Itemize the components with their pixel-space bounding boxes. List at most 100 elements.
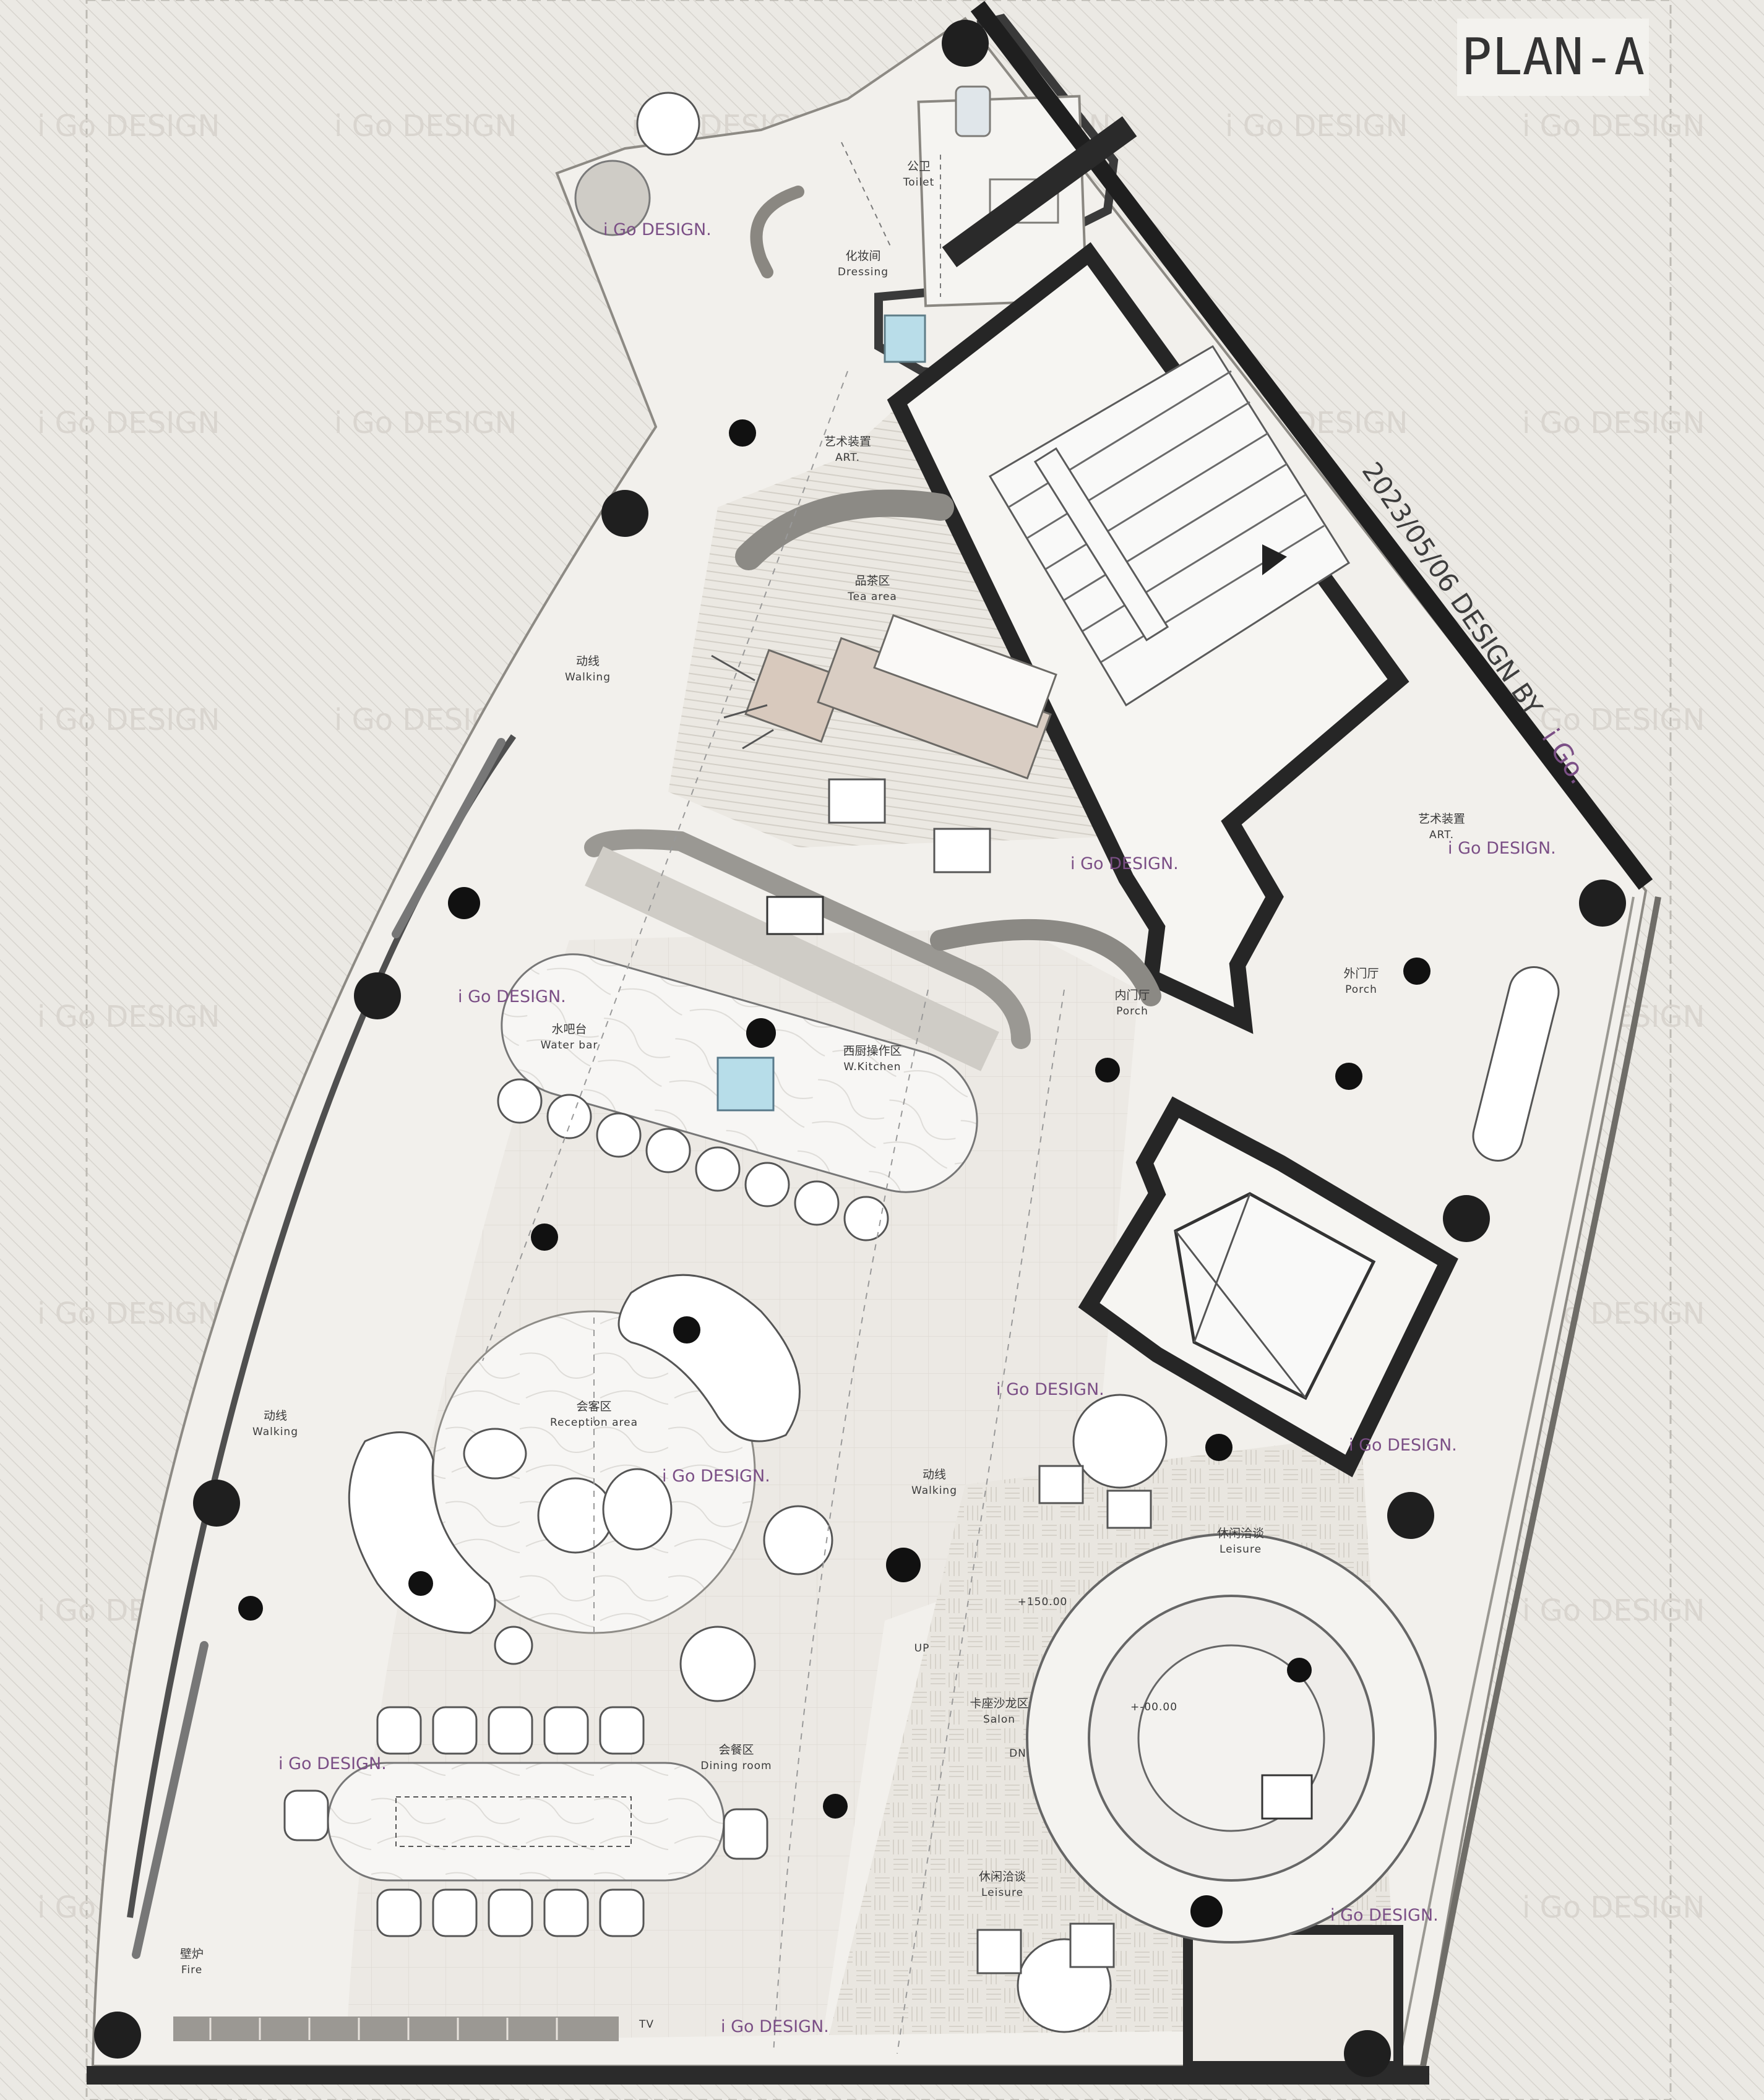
svg-text:西厨操作区: 西厨操作区 <box>843 1044 901 1058</box>
svg-text:Tea area: Tea area <box>847 591 897 603</box>
up-mark: UP <box>914 1642 930 1655</box>
salon-ring <box>1026 1533 1437 1944</box>
dining-table <box>283 1706 768 1937</box>
svg-text:艺术装置: 艺术装置 <box>1418 812 1465 826</box>
svg-text:Leisure: Leisure <box>981 1887 1023 1899</box>
svg-text:内门厅: 内门厅 <box>1114 988 1150 1002</box>
svg-text:Walking: Walking <box>565 671 611 684</box>
title-box <box>1457 19 1649 96</box>
level-up-mark: +150.00 <box>1018 1596 1068 1608</box>
svg-text:W.Kitchen: W.Kitchen <box>843 1061 901 1073</box>
label-porch-outer: 外门厅 Porch <box>1343 967 1379 996</box>
svg-text:会客区: 会客区 <box>576 1400 611 1413</box>
label-w-kitchen: 西厨操作区 W.Kitchen <box>843 1044 901 1073</box>
label-walking-2: 动线 Walking <box>252 1409 298 1438</box>
plan-title: PLAN-A <box>1461 28 1645 87</box>
svg-text:i Go DESIGN.: i Go DESIGN. <box>458 987 566 1006</box>
fire-bench-joints <box>209 2018 558 2040</box>
svg-text:i Go DESIGN: i Go DESIGN <box>1522 703 1705 737</box>
label-dining: 会餐区 Dining room <box>700 1743 772 1772</box>
label-reception: 会客区 Reception area <box>550 1400 638 1429</box>
svg-text:Reception area: Reception area <box>550 1416 638 1429</box>
level-marks: +150.00 +-00.00 UP DN TV <box>639 1596 1177 2031</box>
svg-text:i Go DESIGN: i Go DESIGN <box>1522 406 1705 440</box>
glass-facade-east <box>1420 896 1661 2067</box>
toilet-bowl <box>955 85 991 137</box>
site-boundary <box>85 0 1672 2100</box>
svg-text:卡座沙龙区: 卡座沙龙区 <box>970 1697 1028 1710</box>
tv-mark: TV <box>639 2018 654 2031</box>
svg-text:i Go DESIGN: i Go DESIGN <box>37 1296 220 1331</box>
svg-text:外门厅: 外门厅 <box>1343 967 1379 980</box>
svg-text:i Go DESIGN: i Go DESIGN <box>37 1000 220 1034</box>
svg-text:品茶区: 品茶区 <box>854 574 890 588</box>
elevator-core <box>1078 1096 1458 1478</box>
west-bench-1 <box>392 738 506 938</box>
svg-text:Walking: Walking <box>911 1485 957 1497</box>
columns <box>94 20 1626 2077</box>
wall-segment <box>942 116 1137 267</box>
label-tea: 品茶区 Tea area <box>847 574 897 603</box>
svg-text:Walking: Walking <box>252 1426 298 1438</box>
water-bar <box>497 953 978 1241</box>
svg-text:Leisure: Leisure <box>1220 1543 1262 1556</box>
glass-facade-inner <box>1397 896 1635 2067</box>
svg-text:i Go DESIGN: i Go DESIGN <box>37 703 220 737</box>
svg-text:Porch: Porch <box>1345 984 1377 996</box>
svg-text:i Go DESIGN.: i Go DESIGN. <box>278 1754 387 1773</box>
porch-bench <box>1472 966 1560 1162</box>
label-toilet: 公卫 Toilet <box>903 160 934 189</box>
plant <box>574 160 651 236</box>
svg-text:i Go DESIGN: i Go DESIGN <box>1522 1890 1705 1925</box>
svg-text:i Go DESIGN: i Go DESIGN <box>334 406 517 440</box>
svg-text:ART.: ART. <box>1429 829 1454 841</box>
svg-text:Water bar: Water bar <box>541 1039 598 1052</box>
svg-text:i Go DESIGN.: i Go DESIGN. <box>1070 854 1179 873</box>
svg-text:Toilet: Toilet <box>903 176 934 189</box>
svg-text:ART.: ART. <box>835 452 860 464</box>
svg-text:i Go DESIGN.: i Go DESIGN. <box>662 1467 770 1486</box>
svg-text:公卫: 公卫 <box>907 160 931 173</box>
svg-text:休闲洽谈: 休闲洽谈 <box>1217 1527 1264 1540</box>
svg-text:Fire: Fire <box>181 1964 202 1976</box>
svg-text:i Go DESIGN.: i Go DESIGN. <box>603 220 712 239</box>
watermark-colored: i Go DESIGN. i Go DESIGN. i Go DESIGN. i… <box>278 220 1556 2036</box>
svg-text:动线: 动线 <box>264 1409 287 1423</box>
stair-core <box>887 242 1409 1034</box>
svg-text:Dressing: Dressing <box>838 266 888 278</box>
label-leisure-1: 休闲洽谈 Leisure <box>1217 1527 1264 1556</box>
svg-text:i Go DESIGN: i Go DESIGN <box>334 109 517 144</box>
svg-text:i Go DESIGN: i Go DESIGN <box>37 406 220 440</box>
svg-text:i Go DESIGN.: i Go DESIGN. <box>996 1380 1104 1399</box>
label-salon: 卡座沙龙区 Salon <box>970 1697 1028 1726</box>
level-zero-mark: +-00.00 <box>1130 1701 1177 1713</box>
dn-mark: DN <box>1009 1747 1026 1760</box>
svg-text:休闲洽谈: 休闲洽谈 <box>979 1870 1026 1884</box>
walking-guides <box>482 371 1065 2054</box>
label-art-2: 艺术装置 ART. <box>1418 812 1465 841</box>
leisure-tables <box>976 1394 1168 2033</box>
label-leisure-2: 休闲洽谈 Leisure <box>979 1870 1026 1899</box>
svg-text:i Go DESIGN.: i Go DESIGN. <box>1330 1906 1439 1925</box>
lounge-chair <box>636 92 700 156</box>
svg-text:动线: 动线 <box>923 1468 946 1481</box>
svg-text:i Go DESIGN: i Go DESIGN <box>1522 1593 1705 1628</box>
label-walking-1: 动线 Walking <box>565 654 611 684</box>
wash-basin <box>884 314 926 363</box>
svg-text:i Go DESIGN.: i Go DESIGN. <box>1448 839 1556 858</box>
tea-area-furniture <box>711 489 1057 873</box>
svg-text:Dining room: Dining room <box>700 1760 772 1772</box>
svg-text:i Go DESIGN: i Go DESIGN <box>37 109 220 144</box>
svg-text:Salon: Salon <box>983 1713 1015 1726</box>
svg-text:i Go DESIGN.: i Go DESIGN. <box>1349 1436 1457 1455</box>
svg-text:动线: 动线 <box>576 654 600 668</box>
people <box>238 419 1431 1927</box>
svg-text:会餐区: 会餐区 <box>718 1743 754 1757</box>
